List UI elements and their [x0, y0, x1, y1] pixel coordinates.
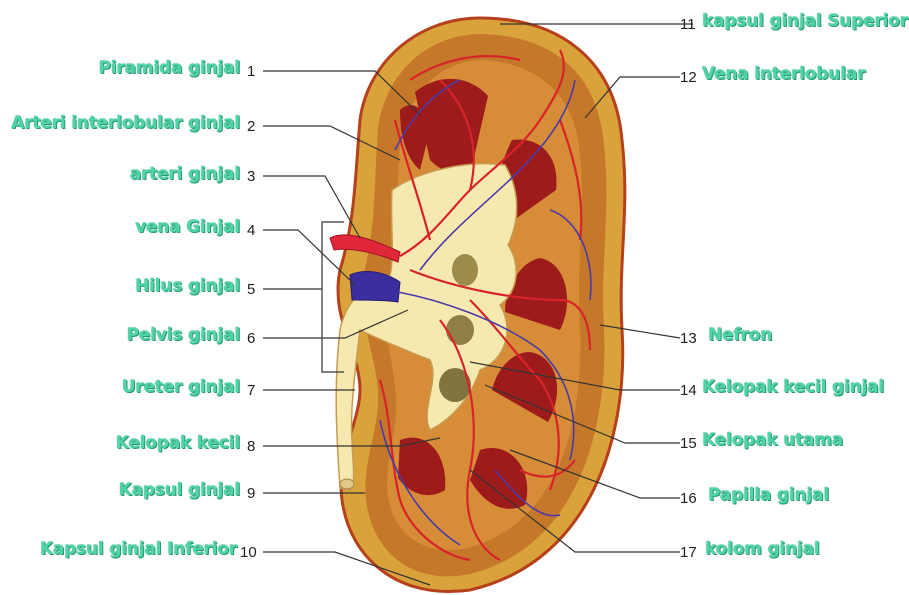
label-arteri-interlobular-ginjal: Arteri interlobular ginjal — [11, 113, 240, 133]
label-kolom-ginjal: kolom ginjal — [705, 539, 820, 559]
label-kapsul-ginjal: Kapsul ginjal — [119, 480, 240, 500]
label-number-6: 6 — [247, 330, 255, 347]
label-papilla-ginjal: Papilla ginjal — [708, 485, 829, 505]
label-number-15: 15 — [680, 435, 697, 452]
label-number-8: 8 — [247, 438, 255, 455]
label-kelopak-utama: Kelopak utama — [702, 430, 843, 450]
label-number-17: 17 — [680, 544, 697, 561]
label-kapsul-ginjal-superior: kapsul ginjal Superior — [702, 11, 908, 31]
label-number-16: 16 — [680, 490, 697, 507]
label-number-12: 12 — [680, 69, 697, 86]
label-hilus-ginjal: Hilus ginjal — [135, 276, 240, 296]
label-kelopak-kecil-ginjal: Kelopak kecil ginjal — [702, 377, 884, 397]
label-nefron: Nefron — [708, 325, 772, 345]
label-number-2: 2 — [247, 118, 255, 135]
calyx — [452, 254, 478, 286]
label-number-4: 4 — [247, 222, 255, 239]
label-vena-ginjal: vena Ginjal — [135, 217, 240, 237]
label-vena-interlobular: Vena interlobular — [702, 64, 865, 84]
label-number-7: 7 — [247, 382, 255, 399]
label-number-3: 3 — [247, 168, 255, 185]
label-number-13: 13 — [680, 330, 697, 347]
label-number-5: 5 — [247, 281, 255, 298]
label-number-1: 1 — [247, 63, 255, 80]
calyx — [446, 315, 474, 345]
label-ureter-ginjal: Ureter ginjal — [122, 377, 240, 397]
label-kapsul-ginjal-inferior: Kapsul ginjal Inferior — [40, 539, 237, 559]
label-number-10: 10 — [240, 544, 257, 561]
leader-line-3 — [263, 176, 360, 238]
label-pelvis-ginjal: Pelvis ginjal — [127, 325, 240, 345]
label-arteri-ginjal: arteri ginjal — [130, 164, 240, 184]
label-number-11: 11 — [680, 16, 696, 33]
ureter-end — [340, 479, 354, 489]
label-piramida-ginjal: Piramida ginjal — [99, 58, 240, 78]
label-kelopak-kecil: Kelopak kecil — [116, 433, 240, 453]
label-number-14: 14 — [680, 382, 697, 399]
label-number-9: 9 — [247, 485, 255, 502]
